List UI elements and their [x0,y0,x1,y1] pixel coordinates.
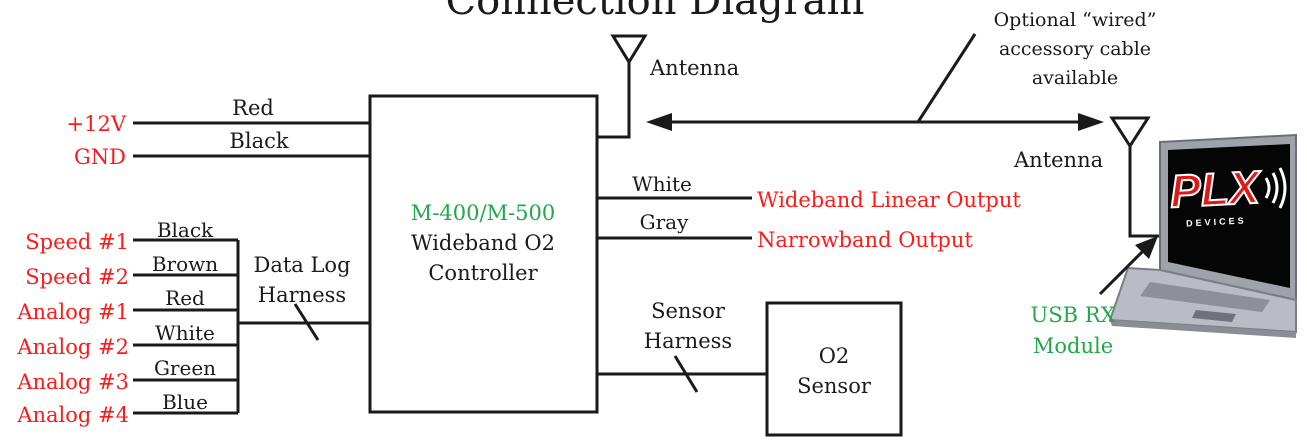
usb-rx-line2: Module [1033,334,1113,358]
datalog-wire-white: White [155,321,215,345]
datalog-wire-brown: Brown [152,252,218,276]
o2-sensor-line2: Sensor [797,374,872,398]
sensor-harness-line1: Sensor [651,299,726,323]
datalog-input-analog-3: Analog #3 [16,370,129,394]
gray-wire-label: Gray [640,210,689,234]
datalog-input-speed-1: Speed #1 [25,230,129,254]
diagram-title: Connection Diagram [446,0,865,24]
o2-sensor-line1: O2 [819,344,850,368]
red-wire-label: Red [232,96,274,120]
datalog-wire-blue: Blue [162,390,208,414]
sensor-harness-slash [673,355,699,393]
wireless-waves-icon [1264,167,1287,209]
o2-sensor-box [765,301,903,437]
wideband-output-label: Wideband Linear Output [757,188,1021,212]
antenna-feed-left [597,62,631,139]
antenna-right-label: Antenna [1013,148,1103,172]
usb-rx-line1: USB RX [1031,303,1116,327]
wired-note-line2: accessory cable [999,38,1151,60]
plx-logo-sub: DEVICES [1186,215,1247,228]
datalog-wire-red: Red [165,286,205,310]
controller-model: M-400/M-500 [411,201,555,225]
laptop-icon [1108,133,1297,338]
antenna-left-label: Antenna [649,56,739,80]
antenna-icon-left [610,34,648,65]
arrow-head-left [646,113,672,131]
datalog-wire-black: Black [157,218,214,242]
datalog-input-analog-2: Analog #2 [16,335,129,359]
controller-name-line3: Controller [428,261,538,285]
gnd-label: GND [74,145,126,169]
datalog-wires [133,238,370,415]
plx-logo: PLX [1169,161,1263,218]
datalog-wire-green: Green [154,356,216,380]
wired-note-line3: available [1032,67,1118,89]
usb-rx-arrow [1098,242,1152,296]
v12-label: +12V [67,112,127,136]
controller-box [368,94,599,414]
datalog-input-analog-4: Analog #4 [16,403,129,427]
datalog-harness-line1: Data Log [253,253,350,277]
antenna-icon-right [1109,116,1151,149]
sensor-harness-line2: Harness [644,329,732,353]
wired-note-leader [916,33,977,123]
wired-note-line1: Optional “wired” [994,9,1157,31]
datalog-harness-line2: Harness [258,283,346,307]
antenna-feed-right [1128,146,1160,238]
datalog-input-analog-1: Analog #1 [16,300,129,324]
usb-rx-arrow-head [1135,236,1158,259]
arrow-head-right [1078,113,1104,131]
black-wire-label: Black [229,129,288,153]
datalog-input-speed-2: Speed #2 [25,265,129,289]
white-wire-label: White [632,172,692,196]
controller-name-line2: Wideband O2 [411,231,555,255]
narrowband-output-label: Narrowband Output [757,228,973,252]
